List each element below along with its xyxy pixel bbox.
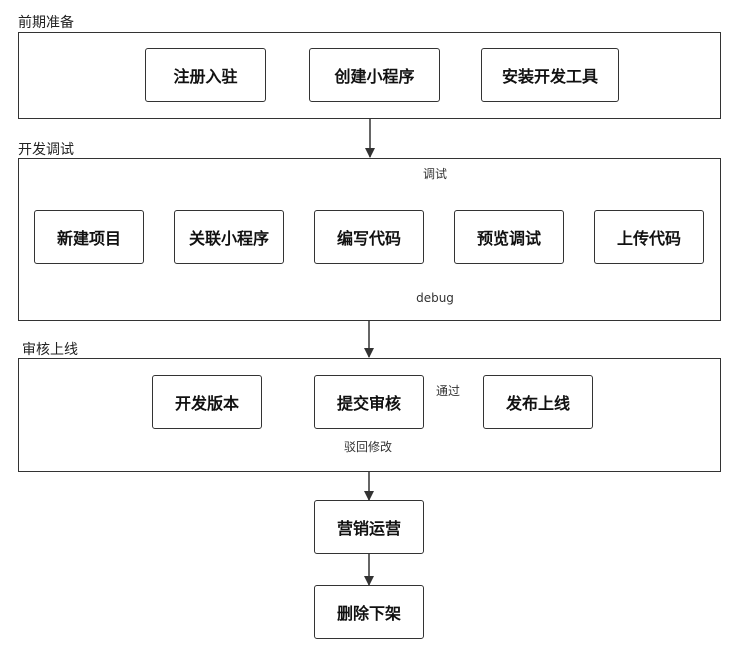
edge-label-debug: debug	[416, 291, 454, 305]
node-upload-code: 上传代码	[594, 210, 704, 264]
node-install-dev-tools: 安装开发工具	[481, 48, 619, 102]
node-link-mini-program: 关联小程序	[174, 210, 284, 264]
node-delete-offline: 删除下架	[314, 585, 424, 639]
edge-label-pass: 通过	[435, 384, 461, 398]
node-dev-version: 开发版本	[152, 375, 262, 429]
node-register: 注册入驻	[145, 48, 266, 102]
edge-label-reject: 驳回修改	[343, 440, 393, 454]
node-write-code: 编写代码	[314, 210, 424, 264]
section-label-review-launch: 审核上线	[22, 342, 78, 358]
node-create-mini-program: 创建小程序	[309, 48, 440, 102]
section-label-dev-debug: 开发调试	[18, 142, 74, 158]
node-operate: 营销运营	[314, 500, 424, 554]
edge-label-debug-cn: 调试	[422, 167, 448, 181]
node-preview-debug: 预览调试	[454, 210, 564, 264]
node-submit-review: 提交审核	[314, 375, 424, 429]
section-label-preparation: 前期准备	[18, 15, 74, 31]
node-publish: 发布上线	[483, 375, 593, 429]
node-new-project: 新建项目	[34, 210, 144, 264]
